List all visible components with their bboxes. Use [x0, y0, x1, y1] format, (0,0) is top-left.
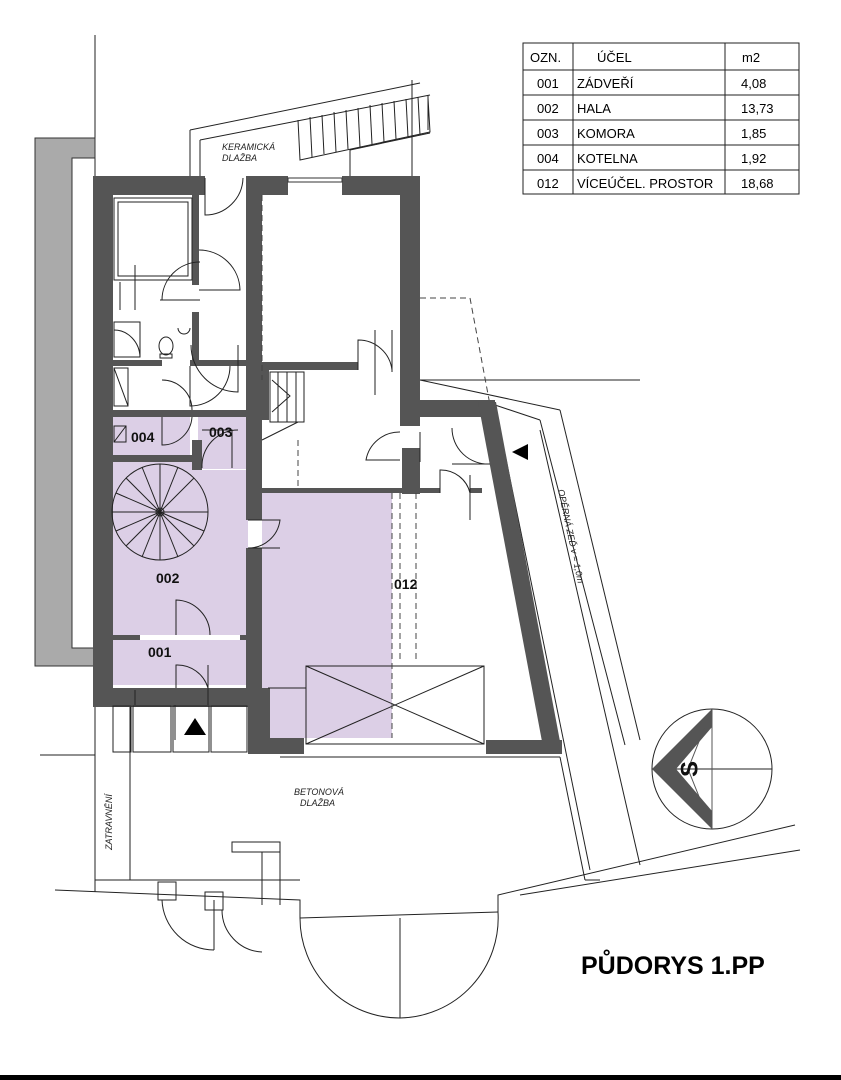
shaft-box: [268, 665, 485, 745]
door-swing: [189, 365, 231, 407]
compass-icon: S: [651, 708, 773, 830]
table-row-purpose: VÍCEÚČEL. PROSTOR: [577, 176, 713, 191]
spiral-stair-icon: [111, 463, 209, 561]
table-header-code: OZN.: [530, 50, 561, 65]
table-row-area: 13,73: [741, 101, 774, 116]
door-swing: [198, 249, 241, 291]
note-betonova: BETONOVÁ: [294, 787, 344, 797]
table-row-purpose: KOMORA: [577, 126, 635, 141]
plan-title: PŮDORYS 1.PP: [581, 948, 765, 980]
exterior-stair: [297, 96, 431, 161]
shower-icon: [113, 197, 193, 281]
table-row-area: 4,08: [741, 76, 766, 91]
note-keramicka-dlazba: DLAŽBA: [222, 153, 257, 163]
boiler-icon: [113, 425, 127, 443]
site-context: [40, 35, 801, 1019]
table-row-code: 012: [537, 176, 559, 191]
entrance-arrow-icon: [512, 444, 528, 460]
note-operna-zed: OPĚRNÁ ZEĎ v = 1,0m: [556, 488, 586, 584]
highlighted-rooms: [112, 417, 392, 738]
table-row-code: 002: [537, 101, 559, 116]
door-swing: [451, 427, 491, 465]
fixtures: [111, 195, 485, 753]
sink-icon: [177, 327, 191, 335]
table-header-purpose: ÚČEL: [597, 50, 632, 65]
table-row-purpose: ZÁDVEŘÍ: [577, 76, 634, 91]
compass-letter: S: [677, 761, 704, 777]
door-swing: [175, 664, 209, 689]
room-012-area: [262, 493, 392, 738]
table-row-code: 001: [537, 76, 559, 91]
left-retaining-wall: [34, 137, 96, 667]
table-row-area: 1,85: [741, 126, 766, 141]
bottom-border: [0, 1075, 841, 1080]
table-row-purpose: HALA: [577, 101, 611, 116]
entrance-arrow-icon: [184, 718, 206, 735]
room-label-002: 002: [156, 570, 180, 586]
note-zatravneni: ZATRAVNĚNÍ: [104, 793, 114, 851]
room-002-area: [112, 462, 248, 635]
note-betonova-dlazba: DLAŽBA: [300, 798, 335, 808]
interior-stair-icon: [261, 371, 305, 441]
table-row-code: 003: [537, 126, 559, 141]
room-label-003: 003: [209, 424, 233, 440]
room-001-area: [112, 640, 248, 685]
table-header-area: m2: [742, 50, 760, 65]
room-label-004: 004: [131, 429, 155, 445]
door-swing: [204, 177, 244, 216]
doors: [160, 177, 491, 705]
room-label-001: 001: [148, 644, 172, 660]
door-swing: [439, 469, 471, 494]
room-label-012: 012: [394, 576, 418, 592]
area-table: OZN. ÚČEL m2 001 ZÁDVEŘÍ 4,08 002 HALA 1…: [522, 42, 800, 195]
toilet-icon: [158, 336, 174, 356]
door-swing: [357, 339, 393, 371]
door-swing: [365, 431, 401, 461]
room-003-area: [198, 417, 248, 469]
table-row-area: 18,68: [741, 176, 774, 191]
door-swing: [175, 599, 211, 636]
note-keramicka: KERAMICKÁ: [222, 142, 275, 152]
table-row-purpose: KOTELNA: [577, 151, 638, 166]
table-row-area: 1,92: [741, 151, 766, 166]
door-swing: [161, 416, 193, 446]
table-row-code: 004: [537, 151, 559, 166]
room-004-area: [112, 417, 190, 455]
